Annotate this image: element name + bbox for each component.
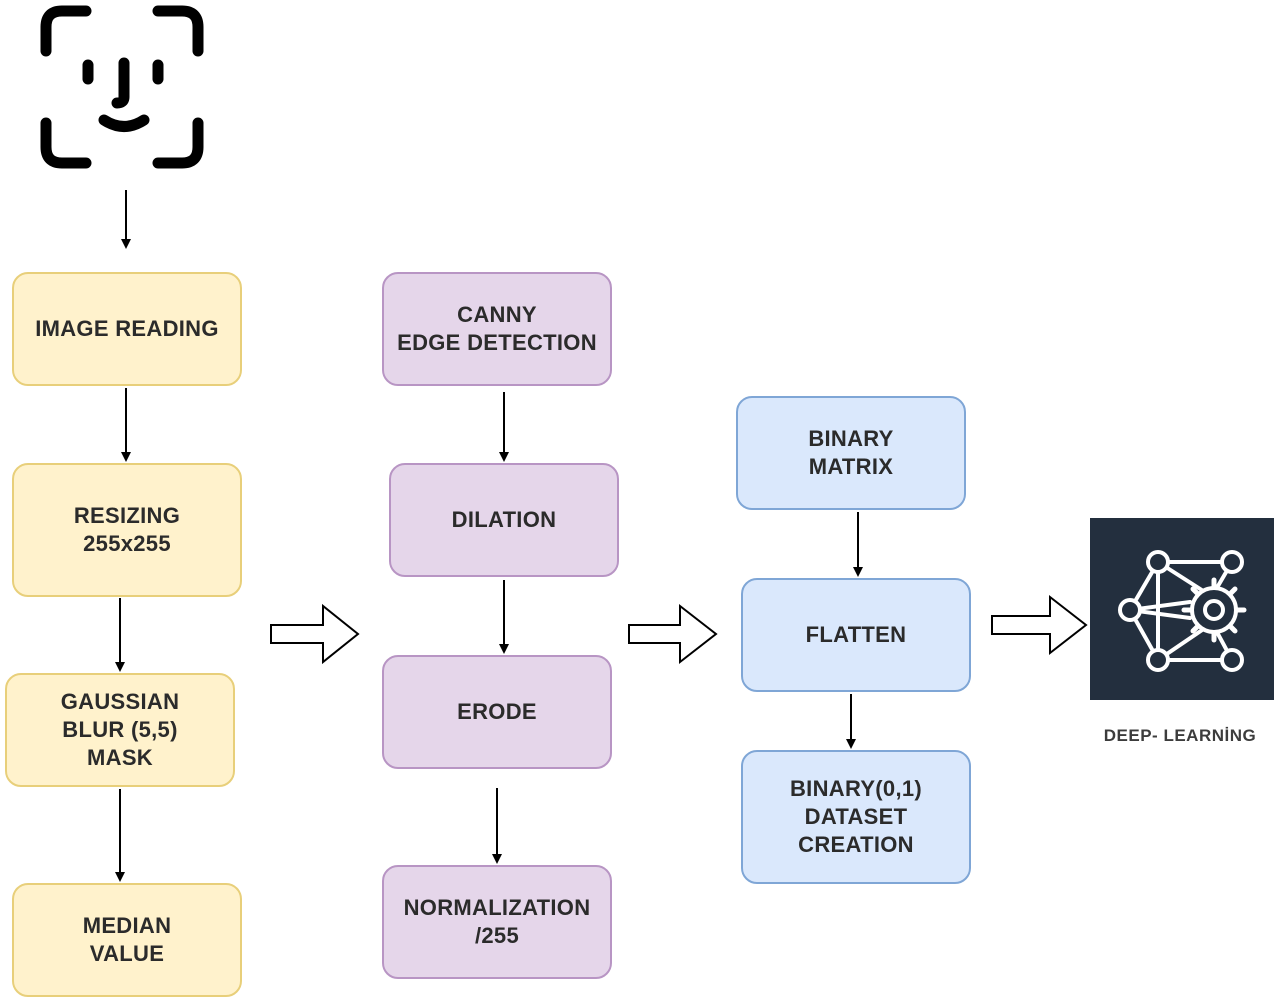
deep-learning-label: DEEP- LEARNİNG bbox=[1103, 726, 1257, 745]
resizing-box: RESIZING 255x255 bbox=[12, 463, 242, 597]
normalization-box: NORMALIZATION /255 bbox=[382, 865, 612, 979]
image-reading-box: IMAGE READING bbox=[12, 272, 242, 386]
neural-network-gear-icon bbox=[1118, 550, 1247, 672]
block-arrow-stage-2 bbox=[628, 603, 718, 665]
flatten-box: FLATTEN bbox=[741, 578, 971, 692]
gaussian-blur-box: GAUSSIAN BLUR (5,5) MASK bbox=[5, 673, 235, 787]
block-arrow-stage-3 bbox=[991, 594, 1088, 656]
canny-edge-detection-box: CANNY EDGE DETECTION bbox=[382, 272, 612, 386]
erode-box: ERODE bbox=[382, 655, 612, 769]
deep-learning-tile bbox=[1090, 518, 1274, 700]
median-value-box: MEDIAN VALUE bbox=[12, 883, 242, 997]
dilation-box: DILATION bbox=[389, 463, 619, 577]
binary-dataset-creation-box: BINARY(0,1) DATASET CREATION bbox=[741, 750, 971, 884]
binary-matrix-box: BINARY MATRIX bbox=[736, 396, 966, 510]
block-arrow-stage-1 bbox=[270, 603, 360, 665]
face-id-icon bbox=[40, 5, 204, 169]
